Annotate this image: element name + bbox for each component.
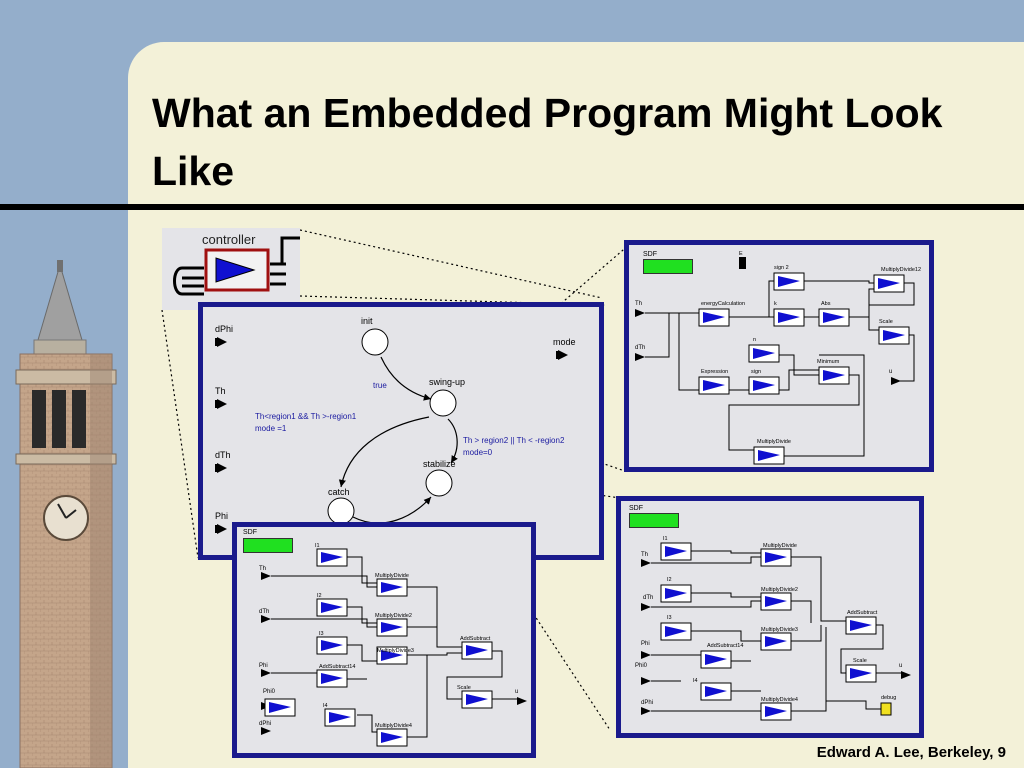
actor-a-blocks[interactable] bbox=[264, 548, 493, 747]
actor-c-md3: MultiplyDivide3 bbox=[761, 627, 798, 633]
guard-catch-line2: mode =1 bbox=[255, 424, 287, 433]
state-catch[interactable] bbox=[327, 497, 355, 525]
fsm-output-mode: mode bbox=[553, 337, 576, 347]
actor-b-energy: energyCalculation bbox=[701, 301, 745, 307]
state-label-stabilize: stabilize bbox=[423, 459, 456, 469]
actor-c-i3: I3 bbox=[667, 615, 672, 621]
guard-swing-line2: mode=0 bbox=[463, 448, 493, 457]
actor-c-md4: MultiplyDivide4 bbox=[761, 697, 798, 703]
actor-b-blocks[interactable] bbox=[698, 272, 910, 465]
port-c-phi0: Phi0 bbox=[635, 663, 648, 669]
sdf-panel-b: SDF Th dTh u bbox=[624, 240, 934, 472]
actor-b-minimum: Minimum bbox=[817, 359, 840, 365]
actor-a-i3: I3 bbox=[319, 631, 324, 637]
fsm-input-dth: dTh bbox=[215, 450, 231, 460]
port-c-th: Th bbox=[641, 552, 648, 558]
state-swing-up[interactable] bbox=[429, 389, 457, 417]
actor-a-md4: MultiplyDivide4 bbox=[375, 723, 412, 729]
actor-a-i4: I4 bbox=[323, 703, 328, 709]
actor-c-md: MultiplyDivide bbox=[763, 543, 797, 549]
actor-b-scale: Scale bbox=[879, 319, 893, 325]
port-c-phi: Phi bbox=[641, 641, 650, 647]
port-b-dth: dTh bbox=[635, 345, 645, 351]
actor-a-scale: Scale bbox=[457, 685, 471, 691]
actor-a-i1: I1 bbox=[315, 543, 320, 549]
controller-label: controller bbox=[202, 232, 256, 247]
port-a-phi0: Phi0 bbox=[263, 689, 276, 695]
fsm-input-th: Th bbox=[215, 386, 226, 396]
sdf-director-a[interactable] bbox=[243, 538, 293, 553]
actor-b-abs: Abs bbox=[821, 301, 831, 307]
actor-c-i1: I1 bbox=[663, 536, 668, 542]
actor-b-sign: sign bbox=[751, 369, 761, 375]
actor-c-i2: I2 bbox=[667, 577, 672, 583]
port-a-dphi: dPhi bbox=[259, 721, 271, 727]
actor-b-k: k bbox=[774, 301, 777, 307]
fsm-panel: dPhi Th dTh Phi mode init swing-up stabi… bbox=[198, 302, 604, 560]
actor-c-blocks[interactable] bbox=[660, 542, 877, 721]
state-label-swing-up: swing-up bbox=[429, 377, 465, 387]
actor-c-i4: I4 bbox=[693, 678, 698, 684]
state-stabilize[interactable] bbox=[425, 469, 453, 497]
sdf-panel-c: SDF Th dTh Phi Phi0 dPhi u bbox=[616, 496, 924, 738]
port-c-dphi: dPhi bbox=[641, 700, 653, 706]
title-rule bbox=[0, 204, 1024, 210]
actor-b-n: n bbox=[753, 337, 756, 343]
slide-title: What an Embedded Program Might Look Like bbox=[152, 90, 943, 194]
actor-a-i2: I2 bbox=[317, 593, 322, 599]
actor-c-md2: MultiplyDivide2 bbox=[761, 587, 798, 593]
sdf-panel-a: SDF Th dTh Phi Phi0 dPhi u bbox=[232, 522, 536, 758]
actor-a-md: MultiplyDivide bbox=[375, 573, 409, 579]
slide-footer: Edward A. Lee, Berkeley, 9 bbox=[816, 744, 1006, 761]
port-b-u: u bbox=[889, 369, 892, 375]
actor-a-addsub14: AddSubtract14 bbox=[319, 664, 355, 670]
campanile-tower-illustration bbox=[0, 210, 126, 768]
controller-thumbnail[interactable]: controller bbox=[162, 228, 300, 310]
port-a-th: Th bbox=[259, 566, 266, 572]
actor-c-debug: debug bbox=[881, 695, 896, 701]
actor-b-sign2: sign 2 bbox=[774, 265, 789, 271]
state-label-init: init bbox=[361, 316, 373, 326]
sdf-label-a: SDF bbox=[243, 529, 257, 536]
guard-catch-line1: Th<region1 && Th >-region1 bbox=[255, 412, 357, 421]
port-a-phi: Phi bbox=[259, 663, 268, 669]
fsm-input-phi: Phi bbox=[215, 511, 228, 521]
actor-c-scale: Scale bbox=[853, 658, 867, 664]
guard-true: true bbox=[373, 381, 387, 390]
actor-b-md12: MultiplyDivide12 bbox=[881, 267, 921, 273]
sdf-director-c[interactable] bbox=[629, 513, 679, 528]
actor-b-e: E bbox=[739, 251, 743, 257]
guard-swing-line1: Th > region2 || Th < -region2 bbox=[463, 436, 565, 445]
state-init[interactable] bbox=[361, 328, 389, 356]
port-c-dth: dTh bbox=[643, 595, 653, 601]
debug-actor[interactable] bbox=[880, 702, 892, 716]
port-c-u: u bbox=[899, 663, 902, 669]
sdf-label-b: SDF bbox=[643, 251, 657, 258]
actor-a-md2: MultiplyDivide2 bbox=[375, 613, 412, 619]
actor-c-addsub14: AddSubtract14 bbox=[707, 643, 743, 649]
actor-b-md: MultiplyDivide bbox=[757, 439, 791, 445]
actor-c-addsub: AddSubtract bbox=[847, 610, 878, 616]
state-label-catch: catch bbox=[328, 487, 350, 497]
fsm-input-dphi: dPhi bbox=[215, 324, 233, 334]
port-b-th: Th bbox=[635, 301, 642, 307]
actor-b-expression: Expression bbox=[701, 369, 728, 375]
actor-a-md3: MultiplyDivide3 bbox=[377, 648, 414, 654]
sdf-director-b[interactable] bbox=[643, 259, 693, 274]
port-a-dth: dTh bbox=[259, 609, 269, 615]
actor-a-addsub: AddSubtract bbox=[460, 636, 491, 642]
port-a-u: u bbox=[515, 689, 518, 695]
sdf-label-c: SDF bbox=[629, 505, 643, 512]
